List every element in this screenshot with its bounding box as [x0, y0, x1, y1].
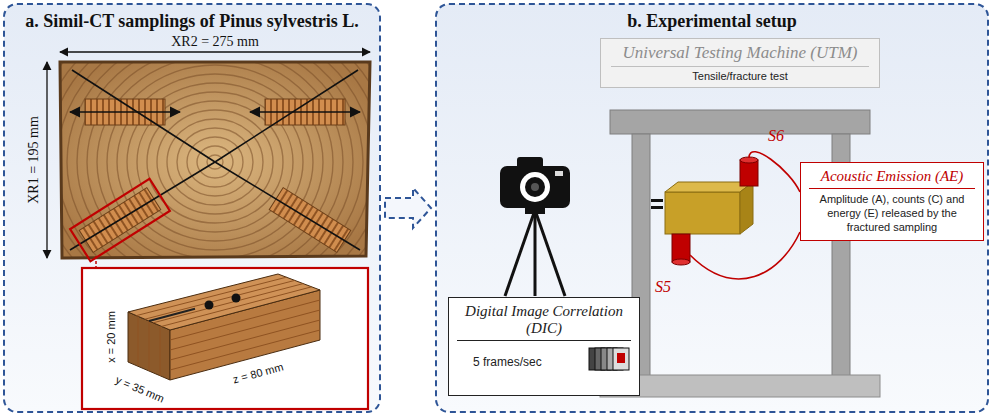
- box-heading: Digital Image Correlation (DIC): [457, 303, 631, 341]
- specimen-block: [153, 284, 303, 323]
- dic-box: Digital Image Correlation (DIC)5 frames/…: [448, 297, 640, 396]
- dimension-label: x = 20 mm: [105, 311, 117, 363]
- specimen-block: [136, 277, 320, 376]
- radial-line: [72, 70, 215, 162]
- testing-machine-frame: [651, 206, 663, 209]
- box-heading: Universal Testing Machine (UTM): [611, 43, 869, 67]
- camera-icon: [534, 210, 537, 296]
- panel-ground: [4, 4, 380, 412]
- specimen-block: [170, 320, 320, 360]
- fracture-specimen: [665, 182, 753, 234]
- wood-cross-section: [60, 62, 370, 258]
- zoom-highlight: [95, 256, 97, 268]
- specimen-block: [149, 309, 195, 321]
- zoom-highlight: [70, 179, 170, 261]
- sensor-label: S6: [768, 127, 784, 145]
- box-body: Tensile/fracture test: [611, 67, 869, 82]
- camera-icon: [505, 210, 535, 296]
- machine-label-box: Universal Testing Machine (UTM)Tensile/f…: [600, 38, 880, 88]
- panel-ground: [436, 4, 988, 412]
- sensor-label: S5: [655, 278, 671, 296]
- specimen-block: [162, 287, 312, 327]
- frames-icon: [613, 348, 629, 370]
- zoom-highlight: [70, 179, 368, 409]
- ae-sensor: [740, 160, 758, 186]
- frames-icon: [617, 353, 625, 363]
- fracture-specimen: [740, 182, 753, 234]
- sensor-wire: [690, 152, 800, 279]
- wood-cross-section: [60, 62, 370, 258]
- radial-line: [70, 70, 360, 250]
- wood-cross-section: [57, 20, 373, 304]
- specimen-block: [138, 316, 139, 366]
- specimen-block: [170, 300, 320, 340]
- box-heading: Acoustic Emission (AE): [809, 168, 975, 189]
- camera-icon: [535, 210, 565, 296]
- dimension-label: XR2 = 275 mm: [171, 34, 259, 50]
- specimen-block: [128, 274, 320, 380]
- box-heading: b. Experimental setup: [441, 11, 983, 32]
- specimen-block: [149, 321, 150, 371]
- sensor-wire: [690, 232, 800, 279]
- frames-icon: [589, 348, 629, 370]
- specimen-block: [128, 274, 320, 330]
- camera-icon: [525, 177, 545, 197]
- camera-icon: [500, 157, 570, 296]
- specimen-block: [160, 326, 161, 376]
- specimen-block: [170, 310, 320, 350]
- ae-sensor: [672, 234, 690, 262]
- specimen-block: [145, 280, 295, 319]
- testing-machine-frame: [600, 375, 880, 397]
- fracture-specimen: [665, 192, 740, 234]
- panel-box: Universal Testing Machine (UTM)Tensile/f…: [435, 3, 989, 413]
- sensor-wire: [749, 152, 800, 192]
- testing-machine-frame: [600, 110, 880, 397]
- panel-box: a. Simil-CT samplings of Pinus sylvestri…: [3, 3, 381, 413]
- testing-machine-frame: [610, 110, 870, 134]
- specimen-block: [205, 301, 214, 310]
- box-heading: a. Simil-CT samplings of Pinus sylvestri…: [9, 11, 375, 32]
- radial-line: [250, 111, 360, 113]
- acoustic-emission-box: Acoustic Emission (AE)Amplitude (A), cou…: [800, 162, 984, 241]
- zoom-highlight: [82, 268, 368, 409]
- dimension-label: XR1 = 195 mm: [26, 116, 42, 204]
- radial-line: [70, 162, 215, 250]
- radial-line: [215, 162, 360, 250]
- box-body: Amplitude (A), counts (C) and energy (E)…: [809, 189, 975, 234]
- dimension-line: [46, 62, 47, 258]
- testing-machine-frame: [651, 199, 663, 202]
- radial-line: [70, 111, 180, 113]
- specimen-block: [232, 294, 241, 303]
- panel-ground: [4, 4, 988, 412]
- specimen-block: [170, 330, 320, 370]
- camera-icon: [531, 183, 539, 191]
- specimen-block: [136, 277, 286, 315]
- dimension-line: [60, 51, 370, 52]
- frames-icon: [588, 344, 632, 374]
- camera-icon: [520, 172, 550, 202]
- ae-sensor: [672, 259, 690, 265]
- camera-icon: [500, 166, 570, 208]
- camera-icon: [555, 171, 563, 176]
- block-arrow: [385, 188, 431, 228]
- ae-sensor: [672, 157, 758, 265]
- specimen-strip: [79, 99, 350, 252]
- radial-line: [215, 70, 358, 162]
- dimension-line: [47, 52, 370, 258]
